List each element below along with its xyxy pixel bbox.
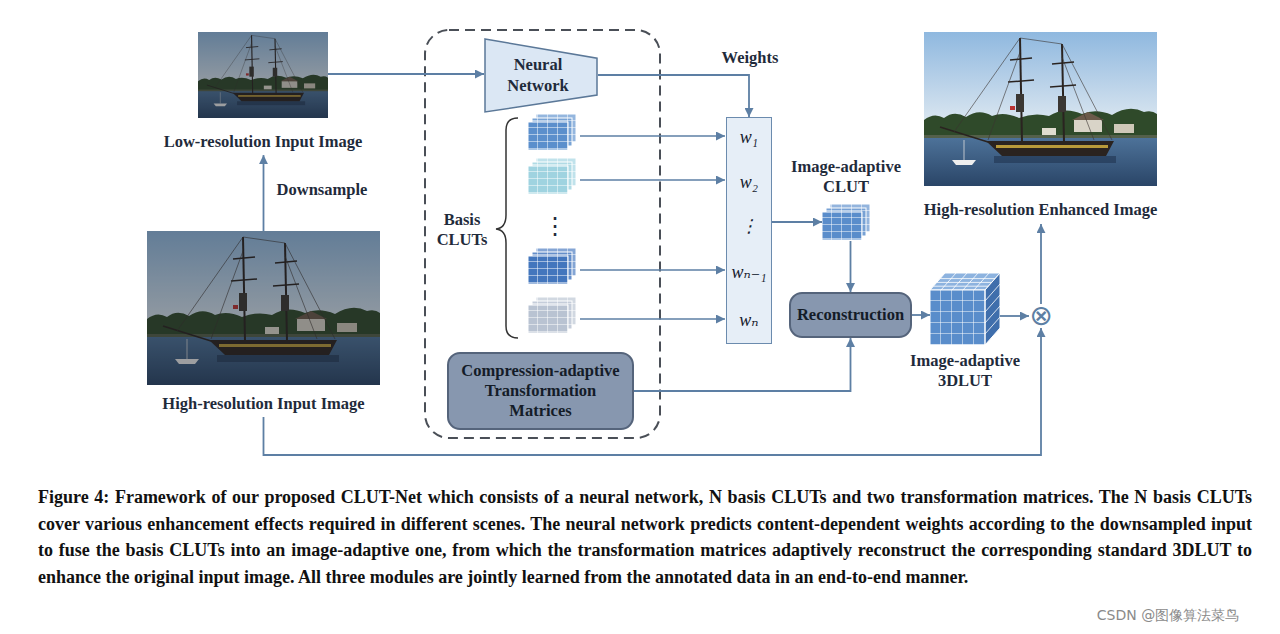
- edge-label: Downsample: [275, 180, 370, 200]
- process-box: Reconstruction: [789, 292, 912, 338]
- weight-symbol: ⋮: [727, 216, 771, 236]
- multiply-node: ⊗: [1029, 304, 1053, 328]
- connector: [598, 75, 749, 117]
- edge-label-holder: Weights: [705, 48, 795, 68]
- node-caption: Image-adaptive CLUT: [781, 157, 911, 197]
- watermark-holder: CSDN @图像算法菜鸟: [1063, 607, 1273, 624]
- image-panel: High-resolution Input Image: [147, 231, 380, 385]
- image-caption: Image-adaptive 3DLUT: [900, 351, 1030, 391]
- enhanced-photo: [924, 32, 1157, 186]
- low-res-photo: [198, 32, 328, 118]
- connector: [264, 328, 1042, 455]
- image-caption: High-resolution Input Image: [134, 394, 394, 414]
- box-label: Reconstruction: [789, 305, 912, 325]
- edge-label-holder: Downsample: [266, 180, 378, 200]
- lut-cube: [930, 273, 1000, 345]
- dashed-region: [425, 30, 660, 438]
- clut-node: Image-adaptive CLUT: [822, 203, 870, 241]
- ellipsis-mark: ⋮: [543, 214, 567, 238]
- weight-column: w₁ w₂ ⋮ wₙ₋₁ wₙ: [726, 117, 772, 344]
- image-panel: Low-resolution Input Image: [198, 32, 328, 118]
- box-label: Compression-adaptive Transformation Matr…: [449, 361, 632, 421]
- connector: [850, 241, 852, 292]
- block-label: Neural Network: [484, 55, 598, 95]
- connector: [634, 338, 851, 391]
- weight-symbol: wₙ₋₁: [727, 262, 771, 282]
- lut-node: Image-adaptive 3DLUT: [930, 273, 1000, 345]
- connector: [263, 155, 265, 231]
- basis-clut-stacks: [528, 114, 576, 333]
- image-panel: High-resolution Enhanced Image: [924, 32, 1157, 186]
- image-caption: High-resolution Enhanced Image: [891, 200, 1191, 220]
- weight-symbol: wₙ: [727, 310, 771, 330]
- watermark: CSDN @图像算法菜鸟: [1063, 607, 1273, 624]
- connector: [1000, 315, 1029, 317]
- weight-symbol: w₂: [727, 172, 771, 192]
- connector: [1040, 224, 1042, 304]
- caption-holder: Figure 4: Framework of our proposed CLUT…: [38, 484, 1252, 590]
- connector: [772, 221, 822, 223]
- connector: [328, 73, 484, 75]
- weight-symbol: w₁: [727, 127, 771, 147]
- network-block: Neural Network: [484, 38, 598, 113]
- trapezoid-shape: [485, 39, 597, 112]
- figure-caption: Figure 4: Framework of our proposed CLUT…: [38, 484, 1252, 590]
- high-res-photo: [147, 231, 380, 385]
- clut-icon: [822, 204, 870, 240]
- multiply-symbol: ⊗: [1029, 304, 1052, 328]
- clut-arrows: [580, 136, 725, 319]
- brace: [496, 118, 518, 338]
- edge-label: Weights: [720, 48, 781, 68]
- connector: [912, 314, 930, 316]
- matrix-box: Compression-adaptive Transformation Matr…: [447, 352, 634, 430]
- ellipsis-mark-holder: ⋮: [543, 214, 567, 238]
- group-label: Basis CLUTs: [429, 210, 495, 250]
- group-label-holder: Basis CLUTs: [429, 210, 495, 250]
- image-caption: Low-resolution Input Image: [133, 132, 393, 152]
